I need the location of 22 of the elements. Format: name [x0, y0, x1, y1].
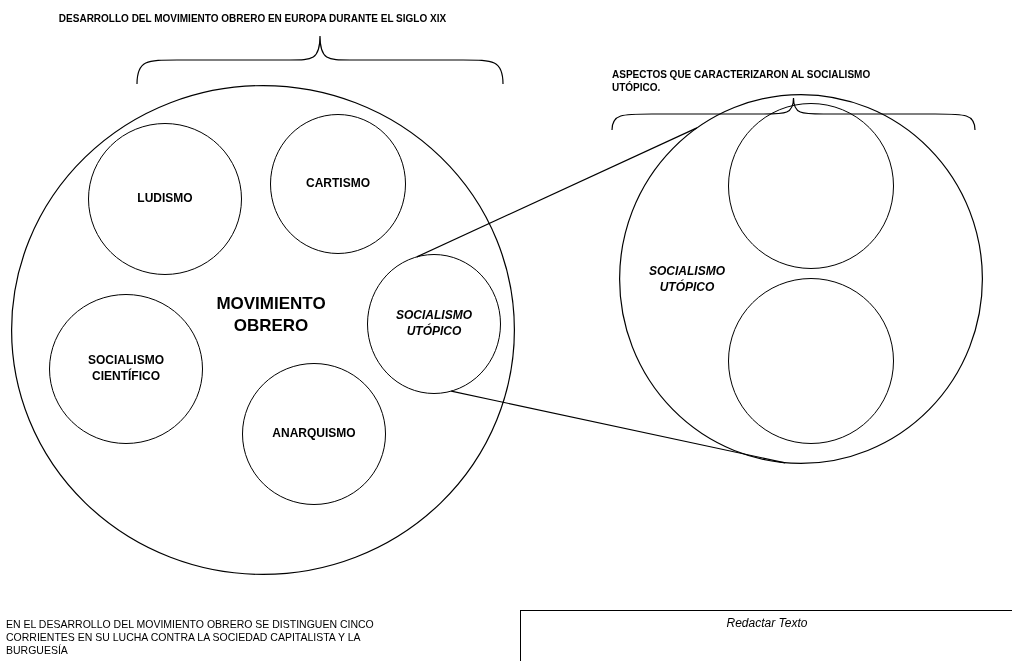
circle-label: SOCIALISMO UTÓPICO — [395, 308, 473, 340]
circle — [270, 114, 406, 254]
circle — [242, 363, 386, 505]
circle — [49, 294, 203, 444]
empty-circle — [728, 278, 894, 444]
heading: ASPECTOS QUE CARACTERIZARON AL SOCIALISMO UTÓPICO. — [612, 68, 872, 94]
circle — [88, 123, 242, 275]
circle-label: SOCIALISMO CIENTÍFICO — [87, 353, 165, 385]
circle — [11, 85, 515, 575]
note-text: EN EL DESARROLLO DEL MOVIMIENTO OBRERO SE DISTINGUEN CINCO CORRIENTES EN SU LUCHA CONTRA LA SOCIEDAD CAPITALISTA Y LA BURGUESÍA — [6, 618, 375, 657]
circle — [367, 254, 501, 394]
placeholder-text: Redactar Texto — [725, 616, 809, 632]
circle-label: LUDISMO — [136, 191, 194, 207]
circle — [619, 94, 983, 464]
circle-label: ANARQUISMO — [271, 426, 357, 442]
circle-label: MOVIMIENTO OBRERO — [215, 292, 327, 337]
title: DESARROLLO DEL MOVIMIENTO OBRERO EN EUROPA DURANTE EL SIGLO XIX — [57, 12, 448, 25]
circle-label: SOCIALISMO UTÓPICO — [648, 264, 726, 296]
circle-label: CARTISMO — [305, 176, 371, 192]
connector-line — [416, 127, 698, 258]
empty-circle — [728, 103, 894, 269]
text-box — [520, 610, 1012, 661]
